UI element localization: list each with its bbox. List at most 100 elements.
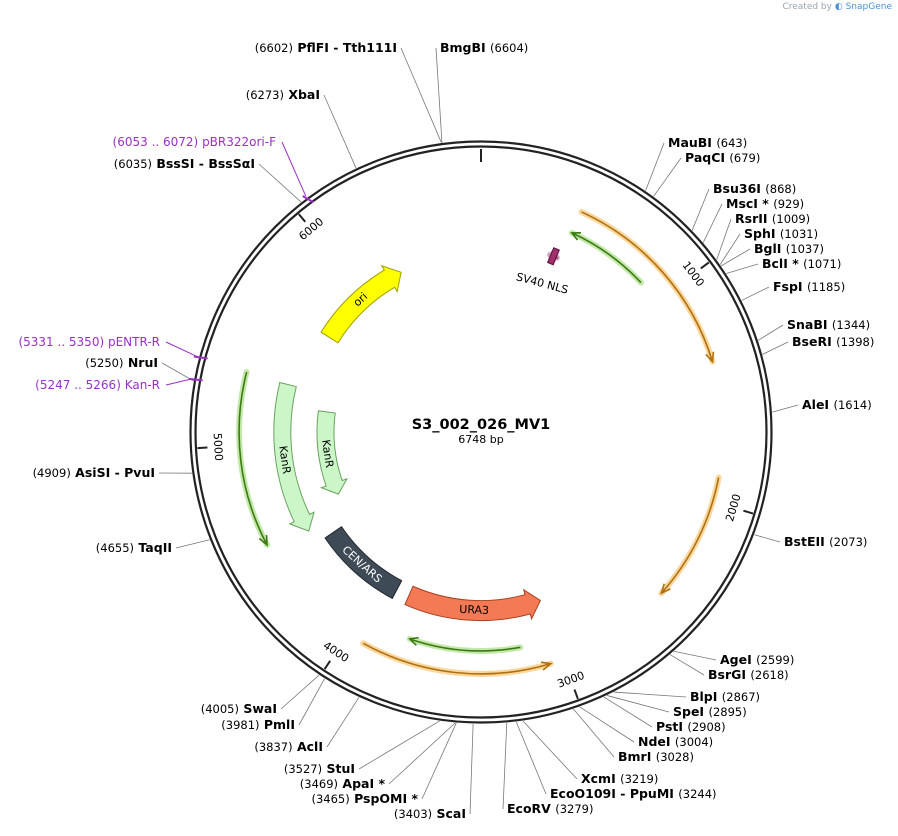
- enzyme-label: (4655) TaqII: [96, 540, 172, 555]
- feature-label: SV40 NLS: [515, 270, 570, 296]
- enzyme-site: BlpI (2867): [613, 689, 760, 704]
- feature-orange-arc-2-arrow: [660, 583, 671, 595]
- primer-leader-line: [281, 141, 307, 197]
- enzyme-position: (1071): [803, 257, 841, 271]
- tick-label: 1000: [680, 259, 707, 289]
- tick-mark: [573, 689, 579, 700]
- backbone-inner-ring: [194, 145, 768, 719]
- enzyme-position: (1398): [836, 335, 874, 349]
- restriction-sites: (6602) PflFI - Tth111I BmgBI (6604) (6273)…: [33, 40, 875, 821]
- enzyme-leader-line: [400, 47, 442, 143]
- enzyme-position: (3527): [284, 762, 322, 776]
- tick-mark: [197, 446, 208, 450]
- enzyme-label: (4909) AsiSI - PvuI: [33, 465, 155, 480]
- enzyme-position: (2867): [722, 690, 760, 704]
- enzyme-leader-line: [280, 674, 320, 710]
- enzyme-label: (3981) PmlI: [221, 717, 295, 732]
- enzyme-site: (3837) AclI: [254, 697, 360, 754]
- enzyme-name: BlpI: [690, 689, 717, 704]
- enzyme-label: SphI (1031): [744, 226, 818, 241]
- enzyme-site: (6035) BssSI - BssSαI: [114, 156, 302, 203]
- enzyme-leader-line: [579, 706, 635, 743]
- enzyme-site: XcmI (3219): [522, 720, 658, 786]
- enzyme-name: StuI: [326, 761, 355, 776]
- enzyme-position: (4005): [201, 702, 239, 716]
- enzyme-site: (5250) NruI: [85, 355, 194, 382]
- enzyme-name: PstI: [656, 719, 683, 734]
- enzyme-name: Bsu36I: [713, 181, 761, 196]
- enzyme-name: AsiSI: [75, 465, 110, 480]
- tick-mark: [298, 213, 306, 223]
- primer-sites: (6053 .. 6072) pBR322ori-F (5331 .. 5350)…: [18, 135, 315, 392]
- primer-label: (5331 .. 5350) pENTR-R: [18, 335, 160, 349]
- enzyme-leader-line: [323, 94, 357, 169]
- enzyme-position: (6273): [246, 88, 284, 102]
- enzyme-name-alt: PvuI: [124, 465, 155, 480]
- primer-site: (6053 .. 6072) pBR322ori-F: [113, 135, 315, 204]
- enzyme-leader-line: [515, 721, 547, 795]
- enzyme-leader-line: [388, 722, 456, 785]
- primer-leader-line: [165, 378, 192, 386]
- enzyme-leader-line: [175, 539, 210, 549]
- plasmid-name: S3_002_026_MV1: [412, 417, 551, 433]
- snapgene-watermark: Created by ◐ SnapGene: [782, 2, 892, 12]
- enzyme-label: BseRI (1398): [792, 334, 874, 349]
- enzyme-position: (6035): [114, 157, 152, 171]
- enzyme-site: SphI (1031): [719, 226, 818, 265]
- enzyme-leader-line: [645, 142, 665, 191]
- enzyme-position: (3837): [254, 740, 292, 754]
- enzyme-leader-line: [298, 678, 325, 726]
- enzyme-leader-line: [702, 203, 723, 243]
- enzyme-leader-line: [716, 218, 732, 260]
- enzyme-name: BssSI: [156, 156, 194, 171]
- enzyme-name-alt: BssSαI: [208, 156, 255, 171]
- enzyme-site: SpeI (2895): [606, 695, 747, 719]
- enzyme-site: (3465) PspOMI *: [311, 722, 457, 806]
- primer-leader-line: [165, 341, 198, 357]
- feature-label: URA3: [459, 603, 489, 617]
- enzyme-name: EcoRV: [507, 801, 551, 816]
- enzyme-site: PaqCI (679): [653, 150, 760, 197]
- plasmid-size: 6748 bp: [458, 433, 503, 446]
- enzyme-site: PstI (2908): [603, 696, 726, 734]
- enzyme-position: (3279): [555, 802, 593, 816]
- feature-orange-arc-1: [581, 211, 714, 362]
- enzyme-label: (3465) PspOMI *: [311, 791, 418, 806]
- primer-mark: [193, 355, 208, 360]
- enzyme-position: (1344): [832, 318, 870, 332]
- enzyme-name-alt: PpuMI: [630, 786, 674, 801]
- enzyme-name: EcoO109I: [550, 786, 616, 801]
- enzyme-name: XcmI: [581, 771, 616, 786]
- enzyme-position: (3244): [678, 787, 716, 801]
- enzyme-leader-line: [762, 341, 789, 355]
- enzyme-label: (5250) NruI: [85, 355, 158, 370]
- feature-sv40-nls-mark: [546, 247, 560, 266]
- enzyme-site: SnaBI (1344): [758, 317, 870, 341]
- enzyme-position: (679): [729, 151, 760, 165]
- enzyme-label: (4005) SwaI: [201, 701, 277, 716]
- enzyme-site: (3981) PmlI: [221, 678, 325, 732]
- enzyme-leader-line: [720, 248, 751, 267]
- enzyme-name: NruI: [128, 355, 158, 370]
- enzyme-position: (1037): [786, 242, 824, 256]
- enzyme-label: BsrGI (2618): [708, 667, 789, 682]
- enzyme-name: NdeI: [638, 734, 671, 749]
- enzyme-name-alt: Tth111I: [343, 40, 397, 55]
- enzyme-position: (6604): [490, 41, 528, 55]
- enzyme-name: ScaI: [437, 806, 467, 821]
- feature-kanr-outer: [238, 371, 268, 546]
- enzyme-leader-line: [502, 722, 508, 810]
- enzyme-site: (4909) AsiSI - PvuI: [33, 465, 192, 480]
- tick-label: 4000: [321, 639, 352, 665]
- enzyme-position: (929): [773, 197, 804, 211]
- feature-label: KanR: [319, 439, 336, 469]
- enzyme-position: (643): [716, 136, 747, 150]
- feature-orange-arc-3-arrow: [540, 661, 553, 671]
- enzyme-site: BglI (1037): [720, 241, 824, 267]
- enzyme-name: SphI: [744, 226, 776, 241]
- enzyme-site: AleI (1614): [772, 397, 872, 413]
- enzyme-site: (3403) ScaI: [394, 723, 474, 821]
- enzyme-label: BmgBI (6604): [440, 40, 528, 55]
- enzyme-label: (6602) PflFI - Tth111I: [255, 40, 397, 55]
- enzyme-site: MscI * (929): [702, 196, 804, 243]
